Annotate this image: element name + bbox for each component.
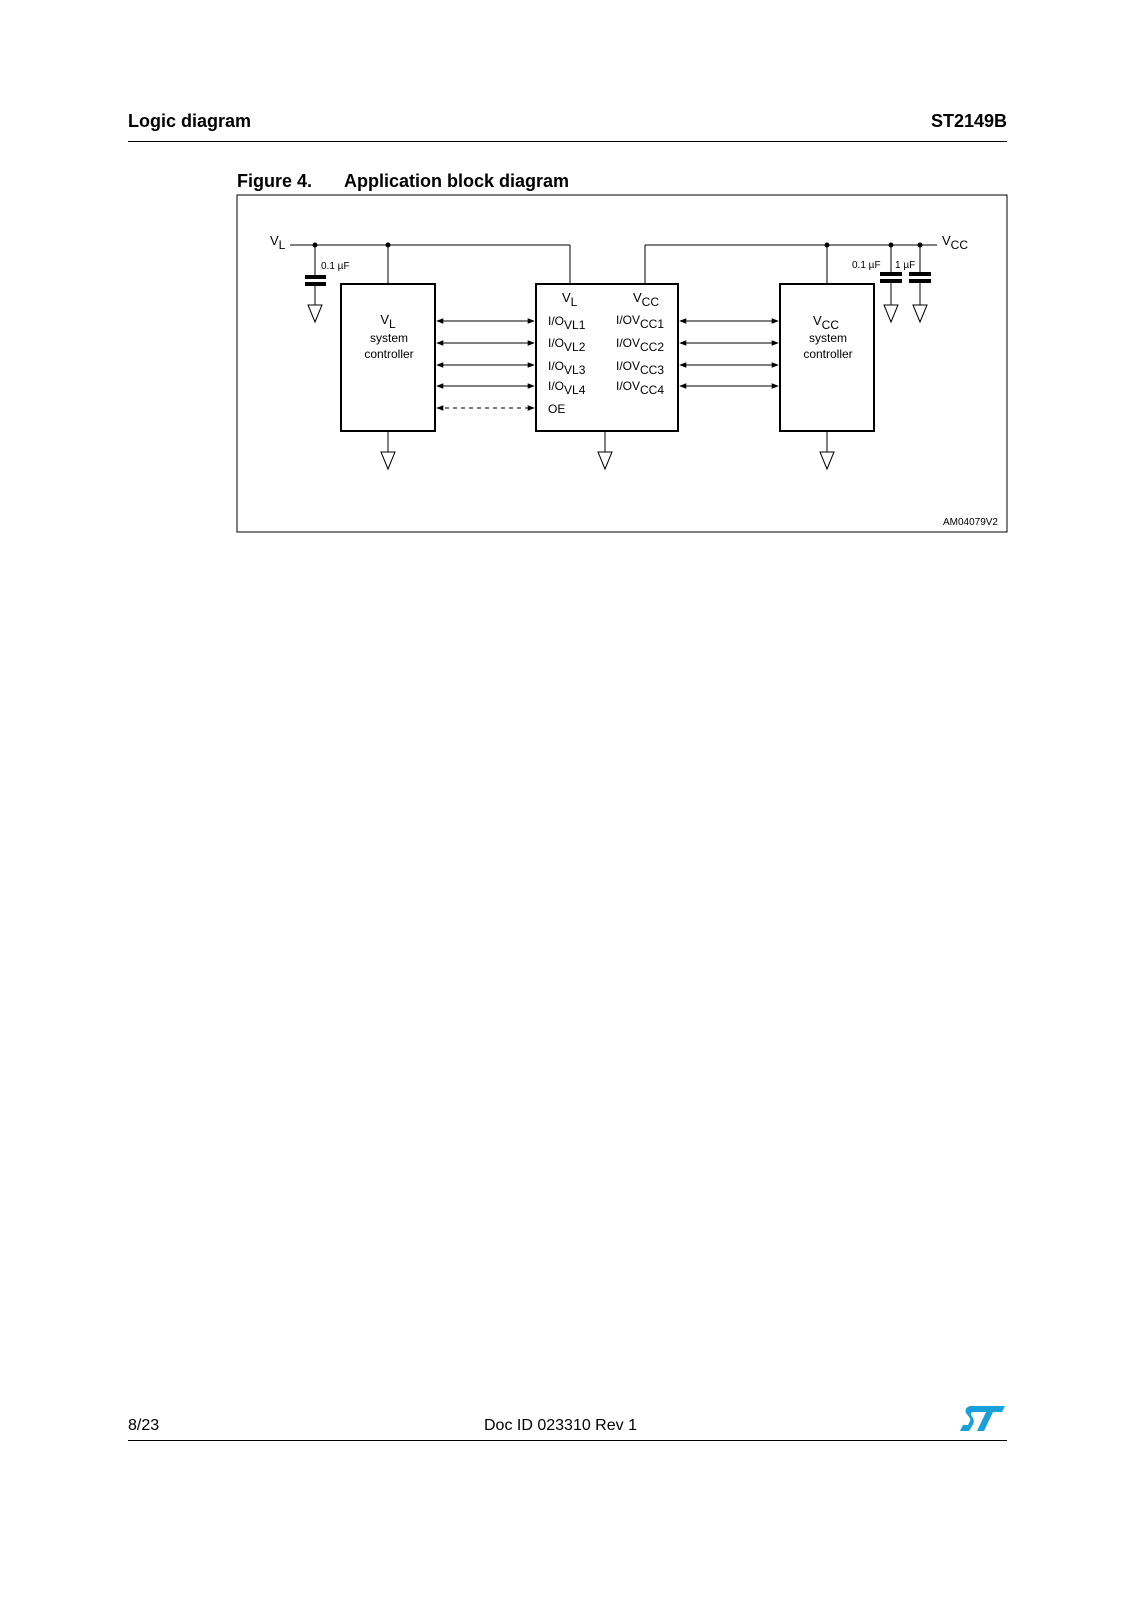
vcc-rail-wire bbox=[644, 244, 937, 284]
cap-left-value: 0.1 µF bbox=[321, 261, 350, 272]
figure-frame bbox=[236, 194, 1008, 533]
ground-icon bbox=[380, 451, 396, 471]
chip-pin-io-vl1: I/OVL1 bbox=[548, 314, 586, 332]
chip-pin-io-vl2: I/OVL2 bbox=[548, 336, 586, 354]
vl-controller-line3: controller bbox=[364, 347, 413, 361]
vl-rail-label: VL bbox=[270, 233, 286, 252]
vcc-controller-line2: system bbox=[809, 331, 847, 345]
ground-icon bbox=[819, 451, 835, 471]
capacitor-left bbox=[305, 245, 326, 305]
chip-vcc-pin: VCC bbox=[633, 290, 659, 309]
chip-vl-pin: VL bbox=[562, 290, 578, 309]
ground-icon bbox=[912, 304, 928, 324]
section-title: Logic diagram bbox=[128, 111, 252, 131]
ground-icon bbox=[307, 304, 323, 324]
footer-rule bbox=[128, 1440, 1007, 1441]
chip-pin-io-vcc1: I/OVCC1 bbox=[616, 313, 664, 331]
vcc-rail-label: VCC bbox=[942, 233, 968, 252]
junction-dot bbox=[824, 242, 830, 248]
chip-pin-io-vl3: I/OVL3 bbox=[548, 359, 586, 377]
st2149b-chip bbox=[535, 283, 679, 432]
st-logo-icon bbox=[960, 1404, 1006, 1437]
ground-icon bbox=[883, 304, 899, 324]
doc-id: Doc ID 023310 Rev 1 bbox=[484, 1417, 637, 1434]
header-rule bbox=[128, 141, 1007, 142]
figure-title: Application block diagram bbox=[344, 171, 570, 191]
vl-rail-wire bbox=[290, 244, 571, 284]
figure-code: AM04079V2 bbox=[943, 517, 998, 528]
part-number: ST2149B bbox=[930, 111, 1007, 131]
capacitor-right-2 bbox=[909, 245, 931, 305]
vl-controller-line2: system bbox=[370, 331, 408, 345]
chip-pin-oe: OE bbox=[548, 402, 565, 416]
ground-icon bbox=[597, 451, 613, 471]
junction-dot bbox=[385, 242, 391, 248]
vcc-controller-title: VCC bbox=[813, 313, 839, 332]
vcc-controller-line3: controller bbox=[803, 347, 852, 361]
chip-pin-io-vcc2: I/OVCC2 bbox=[616, 336, 664, 354]
chip-pin-io-vcc4: I/OVCC4 bbox=[616, 379, 664, 397]
chip-pin-io-vl4: I/OVL4 bbox=[548, 379, 586, 397]
figure-number: Figure 4. bbox=[237, 171, 313, 191]
capacitor-right-1 bbox=[880, 245, 902, 305]
page-number: 8/23 bbox=[128, 1417, 160, 1434]
cap-right-1-value: 0.1 µF bbox=[852, 260, 881, 271]
cap-right-2-value: 1 µF bbox=[895, 260, 915, 271]
chip-pin-io-vcc3: I/OVCC3 bbox=[616, 359, 664, 377]
vl-controller-title: VL bbox=[380, 312, 396, 331]
